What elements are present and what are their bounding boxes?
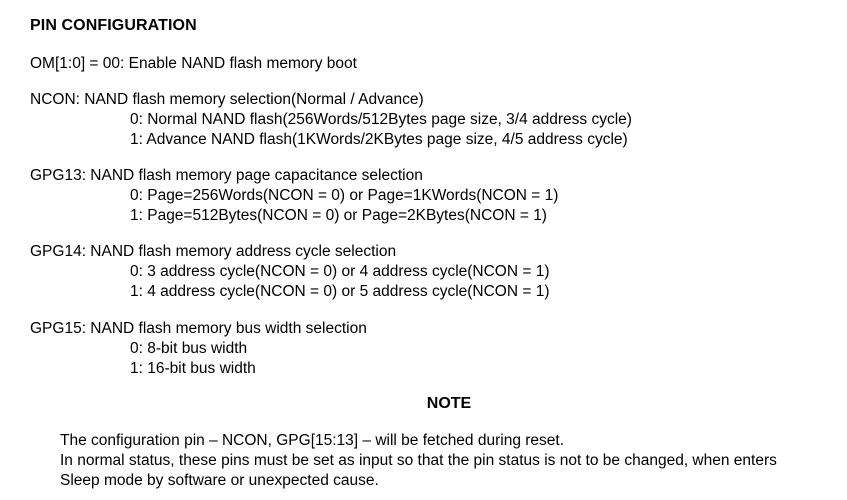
note-line-3: Sleep mode by software or unexpected cau…	[60, 472, 379, 489]
gpg15-option-0: 0: 8-bit bus width	[130, 340, 248, 357]
note-line-1: The configuration pin – NCON, GPG[15:13]…	[60, 432, 565, 449]
gpg15-heading: GPG15: NAND flash memory bus width selec…	[30, 320, 367, 337]
ncon-heading: NCON: NAND flash memory selection(Normal…	[30, 91, 424, 108]
gpg14-option-0: 0: 3 address cycle(NCON = 0) or 4 addres…	[130, 263, 550, 280]
ncon-option-1: 1: Advance NAND flash(1KWords/2KBytes pa…	[130, 131, 628, 148]
gpg15-option-1: 1: 16-bit bus width	[130, 360, 256, 377]
note-line-2: In normal status, these pins must be set…	[60, 452, 777, 469]
gpg13-option-0: 0: Page=256Words(NCON = 0) or Page=1KWor…	[130, 187, 559, 204]
gpg13-option-1: 1: Page=512Bytes(NCON = 0) or Page=2KByt…	[130, 207, 547, 224]
section-title: PIN CONFIGURATION	[30, 17, 197, 34]
gpg14-heading: GPG14: NAND flash memory address cycle s…	[30, 243, 397, 260]
gpg14-option-1: 1: 4 address cycle(NCON = 0) or 5 addres…	[130, 283, 550, 300]
ncon-option-0: 0: Normal NAND flash(256Words/512Bytes p…	[130, 111, 632, 128]
note-title: NOTE	[426, 395, 472, 412]
om-setting-line: OM[1:0] = 00: Enable NAND flash memory b…	[30, 55, 357, 72]
gpg13-heading: GPG13: NAND flash memory page capacitanc…	[30, 167, 423, 184]
